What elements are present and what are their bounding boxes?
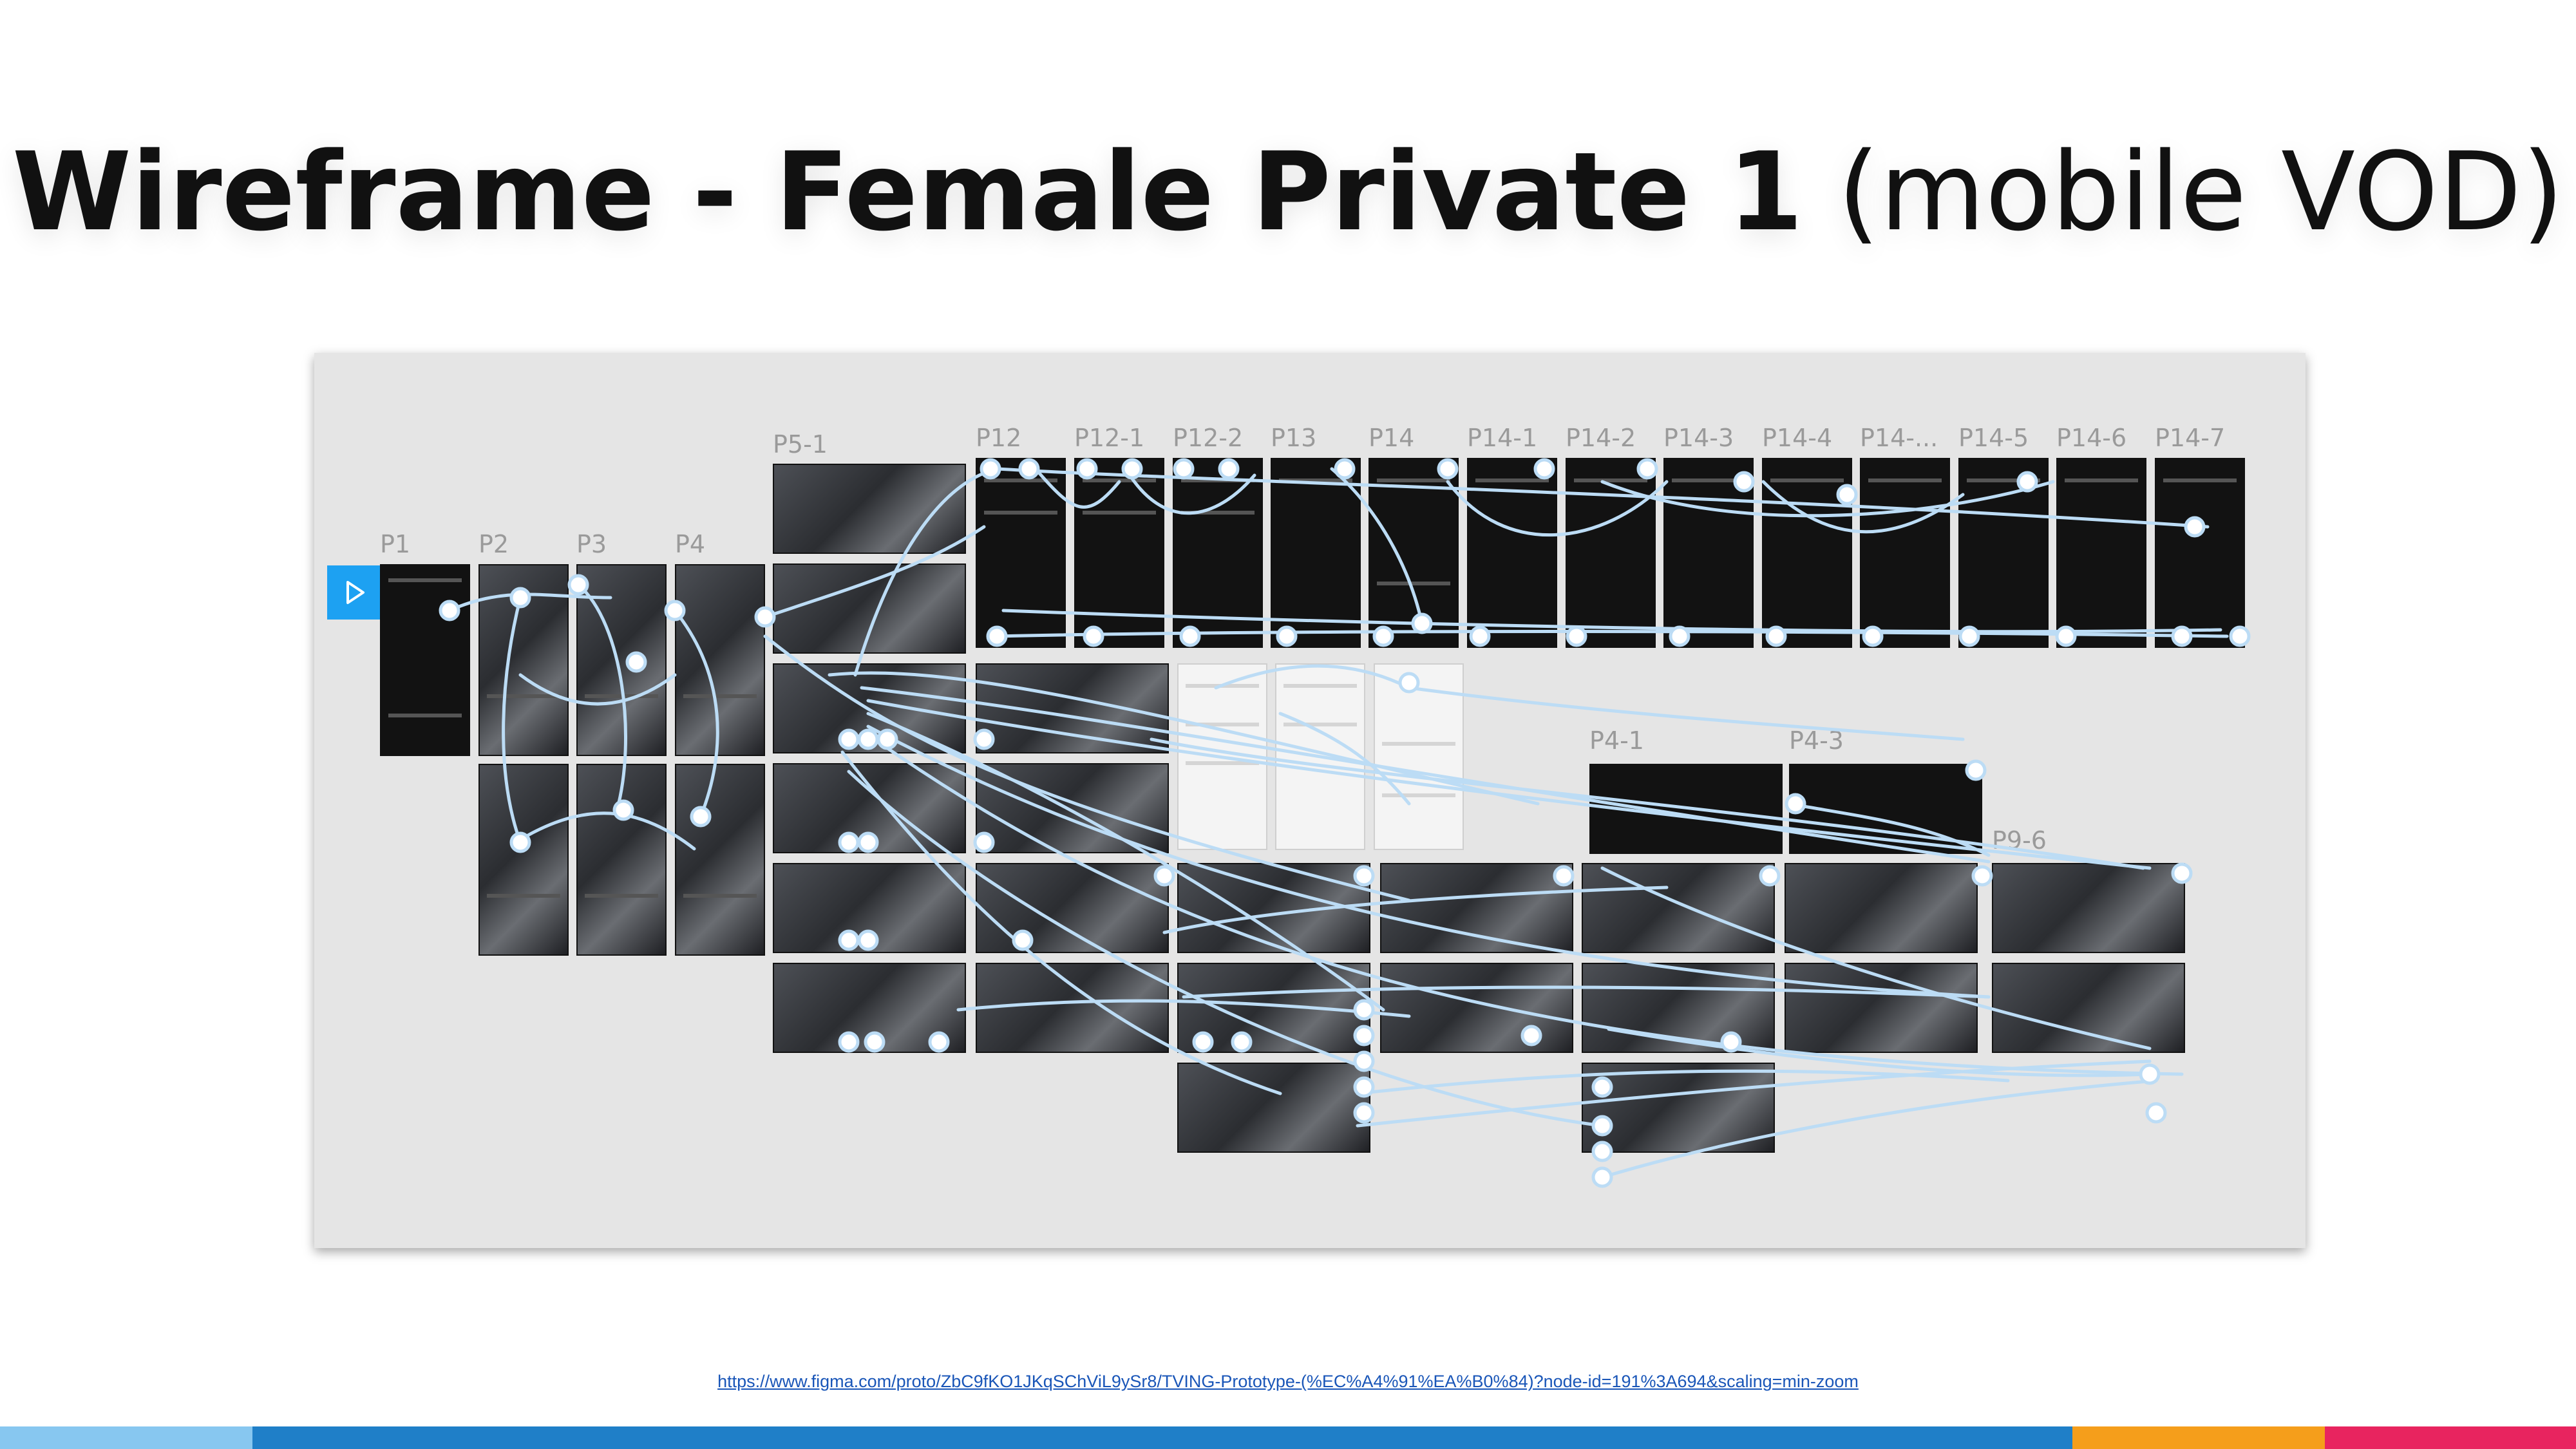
frame-label-p12: P12 (976, 424, 1022, 452)
frame-p9-3[interactable] (1582, 863, 1775, 953)
frame-p9-2[interactable] (1380, 863, 1573, 953)
frame-label-p14-7: P14-7 (2155, 424, 2226, 452)
title-bold: Wireframe - Female Private 1 (12, 129, 1803, 255)
frame-p9-4[interactable] (1785, 863, 1978, 953)
slide-title: Wireframe - Female Private 1 (mobile VOD… (0, 129, 2576, 255)
frame-label-p14: P14 (1368, 424, 1415, 452)
frame-label-p2: P2 (478, 530, 509, 558)
frame-p12[interactable] (976, 458, 1066, 648)
frame-p11-2[interactable] (1582, 1063, 1775, 1153)
frame-p9-6[interactable] (1992, 863, 2185, 953)
figma-prototype-canvas[interactable]: P1 P2 P3 P4 P5-1 P12 P12-1 P12-2 P13 P14… (314, 353, 2306, 1248)
frame-label-p14-5: P14-5 (1958, 424, 2029, 452)
frame-label-p5-1: P5-1 (773, 430, 828, 459)
frame-label-p1: P1 (380, 530, 411, 558)
frame-p2-variant[interactable] (478, 764, 569, 956)
frame-label-p4: P4 (675, 530, 706, 558)
prototype-connections (439, 458, 2251, 1188)
stripe-orange (2072, 1426, 2325, 1449)
frame-label-p12-1: P12-1 (1074, 424, 1145, 452)
play-triangle-icon (346, 581, 365, 604)
frame-label-p14-4: P14-4 (1762, 424, 1833, 452)
frame-p14-2[interactable] (1566, 458, 1656, 648)
stripe-pink (2325, 1426, 2576, 1449)
frame-label-p4-1: P4-1 (1589, 726, 1644, 755)
frame-p4-variant[interactable] (675, 764, 765, 956)
stripe-light-blue (0, 1426, 252, 1449)
frame-label-p14-2: P14-2 (1566, 424, 1636, 452)
frame-label-p14-5-truncated: P14-... (1860, 424, 1938, 452)
frame-p14-7[interactable] (2155, 458, 2245, 648)
frame-p10-2[interactable] (1380, 963, 1573, 1053)
frame-label-p14-3: P14-3 (1663, 424, 1734, 452)
frame-p14-6[interactable] (2056, 458, 2146, 648)
flow-start-button[interactable] (327, 565, 381, 620)
frame-label-p12-2: P12-2 (1173, 424, 1244, 452)
title-light: (mobile VOD) (1837, 129, 2564, 255)
frame-label-p3: P3 (576, 530, 607, 558)
frame-p6-3[interactable] (976, 863, 1169, 953)
frame-label-p14-6: P14-6 (2056, 424, 2127, 452)
frame-p1[interactable] (380, 564, 470, 756)
frame-p13[interactable] (1271, 458, 1361, 648)
frame-label-p14-1: P14-1 (1467, 424, 1538, 452)
frame-p11-1[interactable] (1177, 1063, 1370, 1153)
stripe-blue (252, 1426, 2072, 1449)
frame-p5-1[interactable] (773, 464, 966, 554)
frame-p14-4[interactable] (1762, 458, 1852, 648)
frame-p10-5[interactable] (1992, 963, 2185, 1053)
figma-prototype-link[interactable]: https://www.figma.com/proto/ZbC9fKO1JKqS… (717, 1372, 1859, 1391)
frame-p14-trunc[interactable] (1860, 458, 1950, 648)
frame-p5-2[interactable] (773, 564, 966, 654)
footer-color-stripes (0, 1426, 2576, 1449)
frame-p4[interactable] (675, 564, 765, 756)
frame-label-p13: P13 (1271, 424, 1317, 452)
